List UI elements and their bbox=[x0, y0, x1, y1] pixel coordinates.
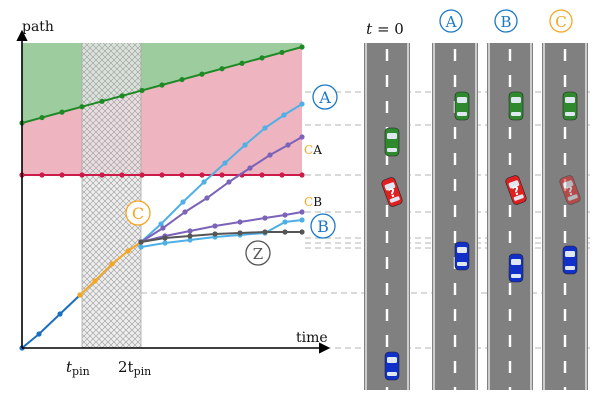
car-A-green bbox=[454, 91, 470, 121]
svg-text:B: B bbox=[317, 217, 329, 236]
pin-window-hatch bbox=[82, 43, 141, 348]
svg-text:?: ? bbox=[565, 183, 576, 199]
car-B-green bbox=[508, 91, 524, 121]
x-axis-label: time bbox=[296, 330, 328, 346]
car-C-green bbox=[562, 91, 578, 121]
marker-B: B bbox=[310, 213, 336, 239]
car-C-red: ? bbox=[559, 175, 581, 205]
marker-Z: Z bbox=[245, 240, 271, 266]
svg-text:A: A bbox=[445, 13, 457, 31]
car-B-blue bbox=[508, 253, 524, 283]
base-path bbox=[19, 292, 83, 351]
svg-text:?: ? bbox=[511, 183, 522, 199]
car-t0-green bbox=[384, 127, 400, 157]
label-CA: CA bbox=[304, 143, 322, 157]
car-C-blue bbox=[562, 245, 578, 275]
road-header-A: A bbox=[439, 9, 463, 33]
tick-tpin: tpin bbox=[66, 358, 90, 378]
car-t0-blue bbox=[384, 351, 400, 381]
svg-text:C: C bbox=[555, 13, 566, 31]
svg-text:C: C bbox=[132, 204, 144, 223]
marker-C: C bbox=[125, 200, 151, 226]
path-CB bbox=[138, 209, 305, 245]
y-axis-label: path bbox=[22, 19, 54, 35]
car-t0-red: ? bbox=[381, 177, 403, 207]
roads: ??? bbox=[364, 43, 588, 390]
label-CB: CB bbox=[304, 195, 322, 209]
svg-text:B: B bbox=[500, 13, 511, 31]
path-A bbox=[138, 101, 305, 245]
car-B-red: ? bbox=[505, 175, 527, 205]
road-0 bbox=[364, 43, 410, 390]
svg-text:Z: Z bbox=[253, 245, 263, 263]
path-B bbox=[138, 217, 305, 250]
road-t0-label: t = 0 bbox=[366, 20, 404, 38]
svg-text:?: ? bbox=[387, 185, 398, 201]
road-header-B: B bbox=[494, 9, 518, 33]
svg-text:A: A bbox=[318, 88, 331, 107]
red-boundary bbox=[19, 172, 305, 178]
tick-2tpin: 2tpin bbox=[118, 358, 151, 378]
road-header-C: C bbox=[549, 9, 573, 33]
car-A-blue bbox=[454, 241, 470, 271]
path-Z bbox=[138, 229, 305, 245]
marker-A: A bbox=[312, 84, 338, 110]
